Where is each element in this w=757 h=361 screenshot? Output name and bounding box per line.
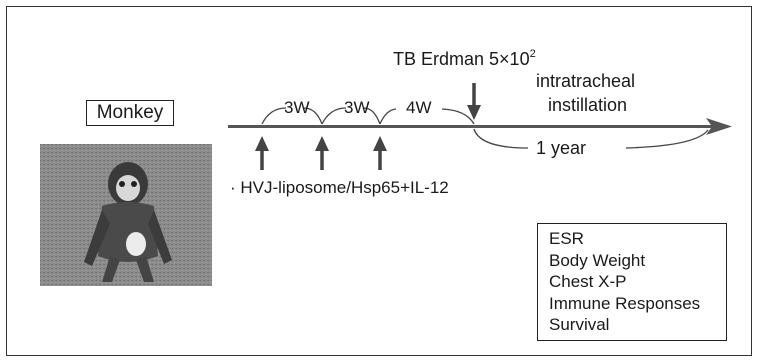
vaccine-arrow-1-head	[255, 136, 269, 151]
challenge-exponent: 2	[530, 48, 536, 60]
endpoint-item: ESR	[549, 228, 726, 250]
interval-label-2: 3W	[344, 98, 370, 118]
route-line-2: instillation	[548, 95, 627, 116]
interval-label-3: 4W	[406, 98, 432, 118]
vaccine-label: · HVJ-liposome/Hsp65+IL-12	[230, 178, 449, 198]
endpoint-item: Survival	[549, 314, 726, 336]
endpoint-item: Body Weight	[549, 250, 726, 272]
endpoint-item: Chest X-P	[549, 271, 726, 293]
duration-arc-left	[474, 129, 528, 148]
vaccine-arrow-3-head	[373, 136, 387, 151]
endpoints-box: ESR Body Weight Chest X-P Immune Respons…	[537, 223, 727, 341]
endpoint-item: Immune Responses	[549, 293, 726, 315]
vaccine-arrow-2-head	[315, 136, 329, 151]
duration-label: 1 year	[536, 138, 586, 159]
route-line-1: intratracheal	[536, 71, 635, 92]
vaccine-bullet: ·	[230, 178, 236, 197]
vaccine-text: HVJ-liposome/Hsp65+IL-12	[240, 178, 448, 197]
challenge-label: TB Erdman 5×102	[393, 48, 536, 70]
duration-arc-right	[626, 130, 708, 148]
interval-label-1: 3W	[284, 98, 310, 118]
